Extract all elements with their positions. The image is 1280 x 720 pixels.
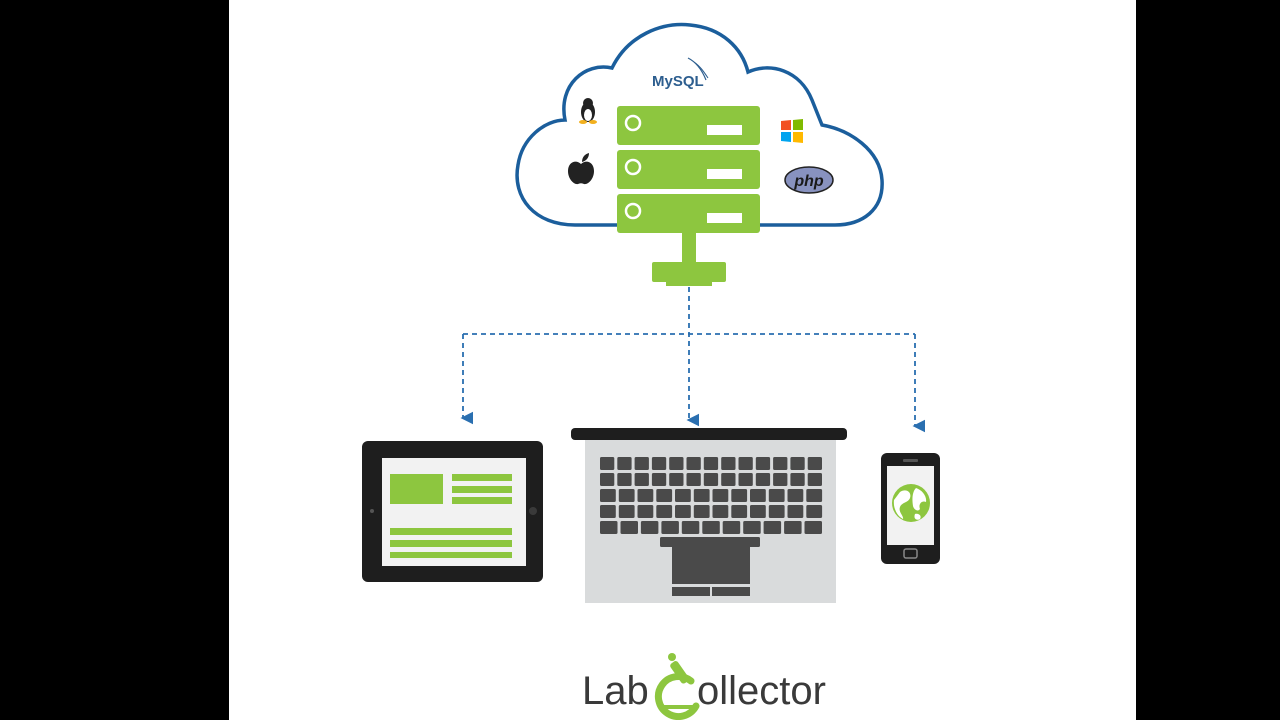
keyboard-key [686, 457, 701, 470]
keyboard-key [773, 457, 788, 470]
keyboard-key [640, 521, 659, 534]
keyboard-key [617, 457, 632, 470]
brand-name-part2: ollector [697, 669, 826, 713]
keyboard-key [804, 521, 822, 534]
keyboard-key [600, 473, 615, 486]
windows-icon [781, 119, 803, 143]
keyboard-key [768, 489, 785, 502]
keyboard-key [618, 489, 635, 502]
brand-name-part1: Lab [582, 669, 649, 713]
keyboard-key [755, 473, 771, 486]
keyboard-key [600, 505, 616, 518]
keyboard-key [675, 489, 691, 502]
keyboard-key [731, 505, 748, 518]
keyboard-key [656, 489, 673, 502]
laptop-trackpad-left-button [672, 587, 710, 596]
keyboard-key [750, 489, 766, 502]
php-logo-text: php [793, 173, 824, 190]
keyboard-key [686, 473, 701, 486]
distribution-lines [460, 287, 926, 433]
keyboard-key [620, 521, 638, 534]
linux-tux-icon [579, 98, 597, 124]
mysql-logo-text: MySQL [652, 73, 704, 90]
network-connector [652, 233, 726, 286]
keyboard-key [661, 521, 679, 534]
keyboard-key [600, 489, 616, 502]
phone-home-button [903, 548, 918, 559]
laptop-device [571, 428, 847, 603]
keyboard-key [703, 457, 719, 470]
server-drive-slot [707, 125, 742, 135]
keyboard-key [600, 457, 615, 470]
keyboard-key [681, 521, 700, 534]
keyboard-key [784, 521, 802, 534]
keyboard-key [703, 473, 719, 486]
keyboard-key [634, 457, 649, 470]
keyboard-key [712, 489, 729, 502]
laptop-trackpad [672, 546, 750, 584]
keyboard-key [651, 473, 667, 486]
server-unit-2 [617, 150, 760, 189]
keyboard-key [675, 505, 691, 518]
keyboard-key [763, 521, 782, 534]
keyboard-key [790, 473, 805, 486]
tablet-device [362, 441, 543, 582]
keyboard-key [768, 505, 785, 518]
keyboard-key [721, 457, 736, 470]
phone-device [881, 453, 940, 564]
keyboard-key [731, 489, 748, 502]
keyboard-key [773, 473, 788, 486]
keyboard-key [702, 521, 720, 534]
keyboard-key [755, 457, 771, 470]
keyboard-key [787, 505, 804, 518]
php-logo: php [784, 166, 834, 194]
keyboard-key [637, 489, 654, 502]
server-power-icon [624, 202, 642, 220]
keyboard-key [787, 489, 804, 502]
keyboard-key [656, 505, 673, 518]
keyboard-key [669, 457, 684, 470]
keyboard-key [738, 457, 753, 470]
keyboard-key [600, 521, 618, 534]
keyboard-key [618, 505, 635, 518]
mysql-logo: MySQL [652, 57, 709, 90]
keyboard-key [750, 505, 766, 518]
keyboard-key [722, 521, 741, 534]
laptop-keyboard [600, 457, 823, 547]
keyboard-key [806, 505, 823, 518]
laptop-screen-edge [571, 428, 847, 440]
labcollector-logo: Lab ollector [582, 653, 826, 720]
microscope-icon [654, 653, 700, 720]
keyboard-spacebar [660, 537, 760, 547]
keyboard-key [712, 505, 729, 518]
keyboard-key [721, 473, 736, 486]
keyboard-key [806, 489, 823, 502]
keyboard-key [743, 521, 761, 534]
keyboard-key [738, 473, 753, 486]
server-drive-slot [707, 169, 742, 179]
keyboard-key [790, 457, 805, 470]
server-unit-3 [617, 194, 760, 233]
apple-icon [568, 153, 594, 185]
keyboard-key [634, 473, 649, 486]
keyboard-key [669, 473, 684, 486]
globe-icon [892, 484, 930, 522]
keyboard-key [617, 473, 632, 486]
keyboard-key [637, 505, 654, 518]
server-drive-slot [707, 213, 742, 223]
server-power-icon [624, 158, 642, 176]
server-stack [617, 106, 760, 233]
keyboard-key [693, 489, 710, 502]
server-power-icon [624, 114, 642, 132]
keyboard-key [807, 457, 822, 470]
keyboard-key [693, 505, 710, 518]
keyboard-key [651, 457, 667, 470]
server-unit-1 [617, 106, 760, 145]
laptop-trackpad-right-button [712, 587, 750, 596]
keyboard-key [807, 473, 822, 486]
